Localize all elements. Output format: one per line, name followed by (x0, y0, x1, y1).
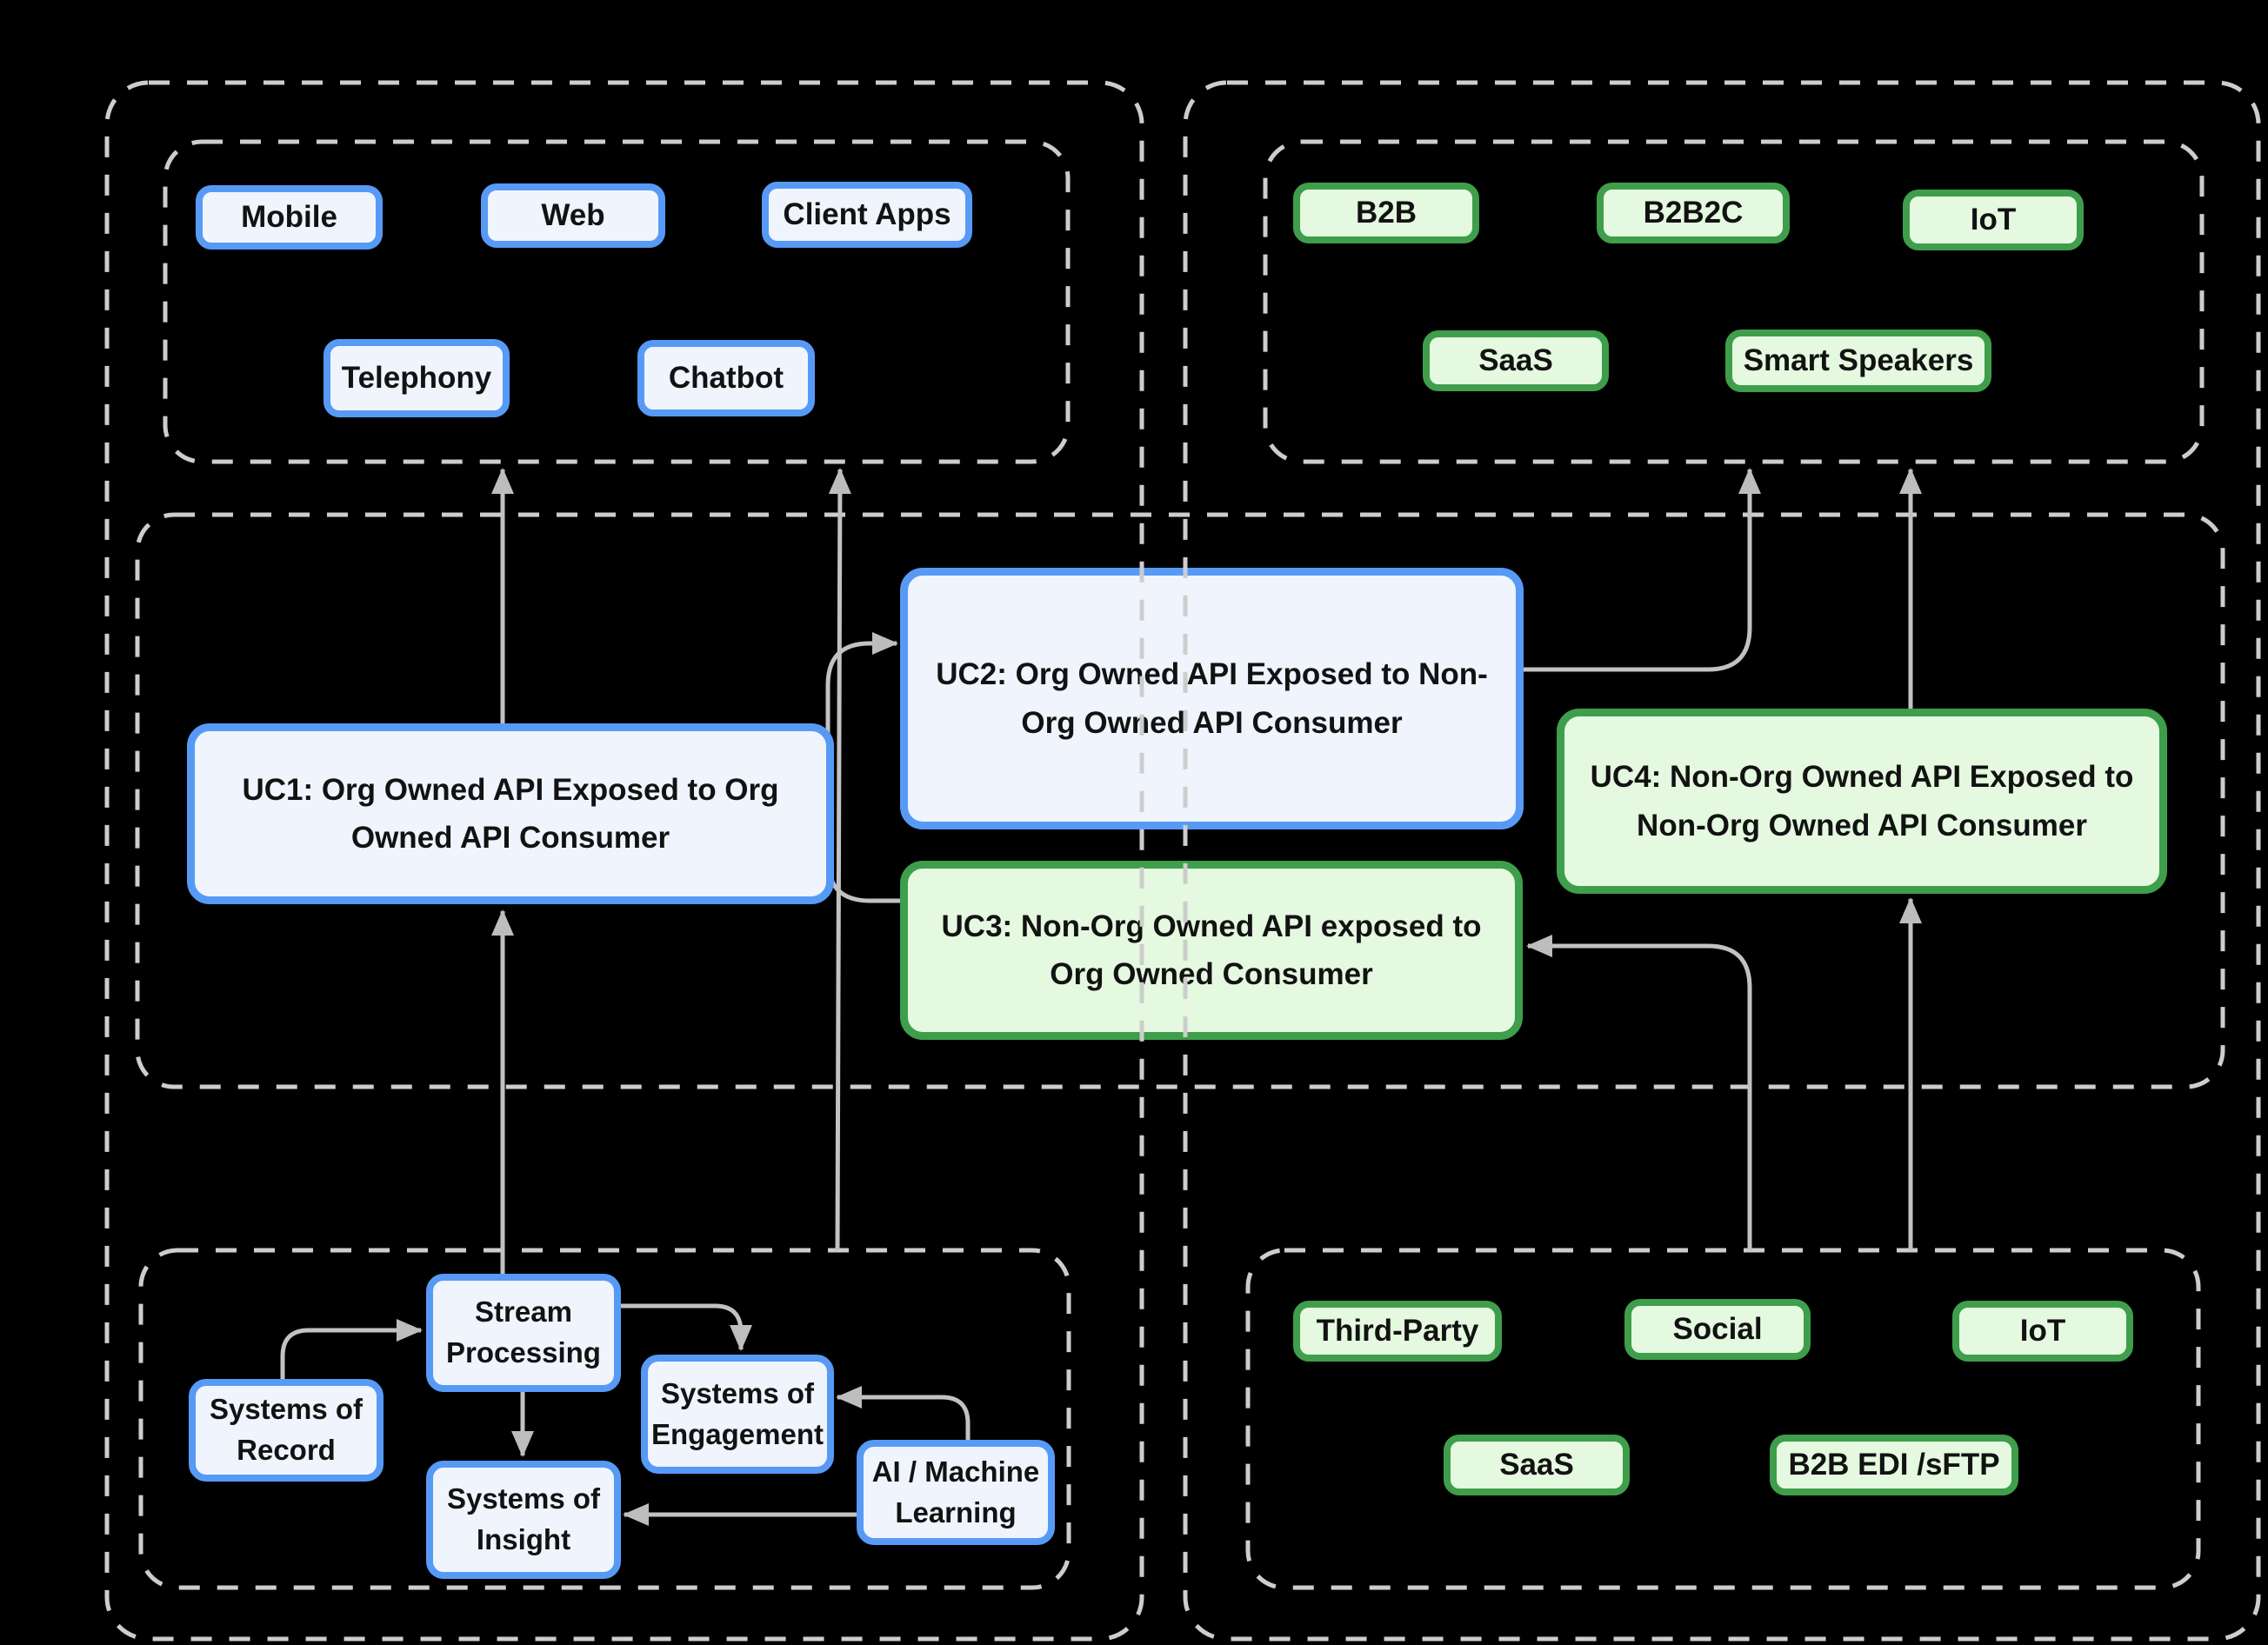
node-uc2: UC2: Org Owned API Exposed to Non- Org O… (900, 568, 1524, 829)
node-ai-machine-learning: AI / Machine Learning (857, 1440, 1055, 1545)
node-systems-of-insight: Systems of Insight (426, 1461, 621, 1579)
edge-org-systems-to-org-consumers (828, 468, 851, 1251)
edge-systems-of-record-to-stream-processing (280, 1319, 423, 1379)
node-saas-bottom: SaaS (1444, 1435, 1630, 1495)
node-uc1: UC1: Org Owned API Exposed to Org Owned … (187, 723, 834, 904)
edge-non-org-systems-to-uc3 (1526, 935, 1752, 1250)
node-smart-speakers: Smart Speakers (1725, 330, 1991, 392)
node-chatbot: Chatbot (637, 340, 815, 416)
node-third-party: Third-Party (1293, 1301, 1502, 1362)
edge-ai-ml-to-systems-of-engagement (836, 1386, 971, 1440)
edge-uc2-to-non-org-consumers (1524, 468, 1761, 672)
node-systems-of-engagement: Systems of Engagement (641, 1355, 834, 1474)
node-saas-top: SaaS (1423, 330, 1609, 391)
node-uc4: UC4: Non-Org Owned API Exposed to Non-Or… (1557, 709, 2167, 894)
node-telephony: Telephony (324, 339, 510, 417)
edge-uc3-to-uc2 (825, 632, 900, 903)
node-b2b2c: B2B2C (1597, 183, 1790, 243)
node-web: Web (481, 183, 665, 248)
node-mobile: Mobile (196, 185, 383, 250)
node-client-apps: Client Apps (762, 182, 972, 248)
node-iot-top: IoT (1903, 190, 2084, 250)
node-b2b-edi-sftp: B2B EDI /sFTP (1770, 1435, 2018, 1495)
node-social: Social (1624, 1299, 1811, 1360)
edge-stream-processing-to-systems-of-engagement (621, 1303, 752, 1351)
node-uc3: UC3: Non-Org Owned API exposed to Org Ow… (900, 861, 1523, 1040)
node-stream-processing: Stream Processing (426, 1274, 621, 1392)
node-systems-of-record: Systems of Record (189, 1379, 384, 1482)
node-iot-bottom: IoT (1952, 1301, 2133, 1362)
node-b2b: B2B (1293, 183, 1479, 243)
